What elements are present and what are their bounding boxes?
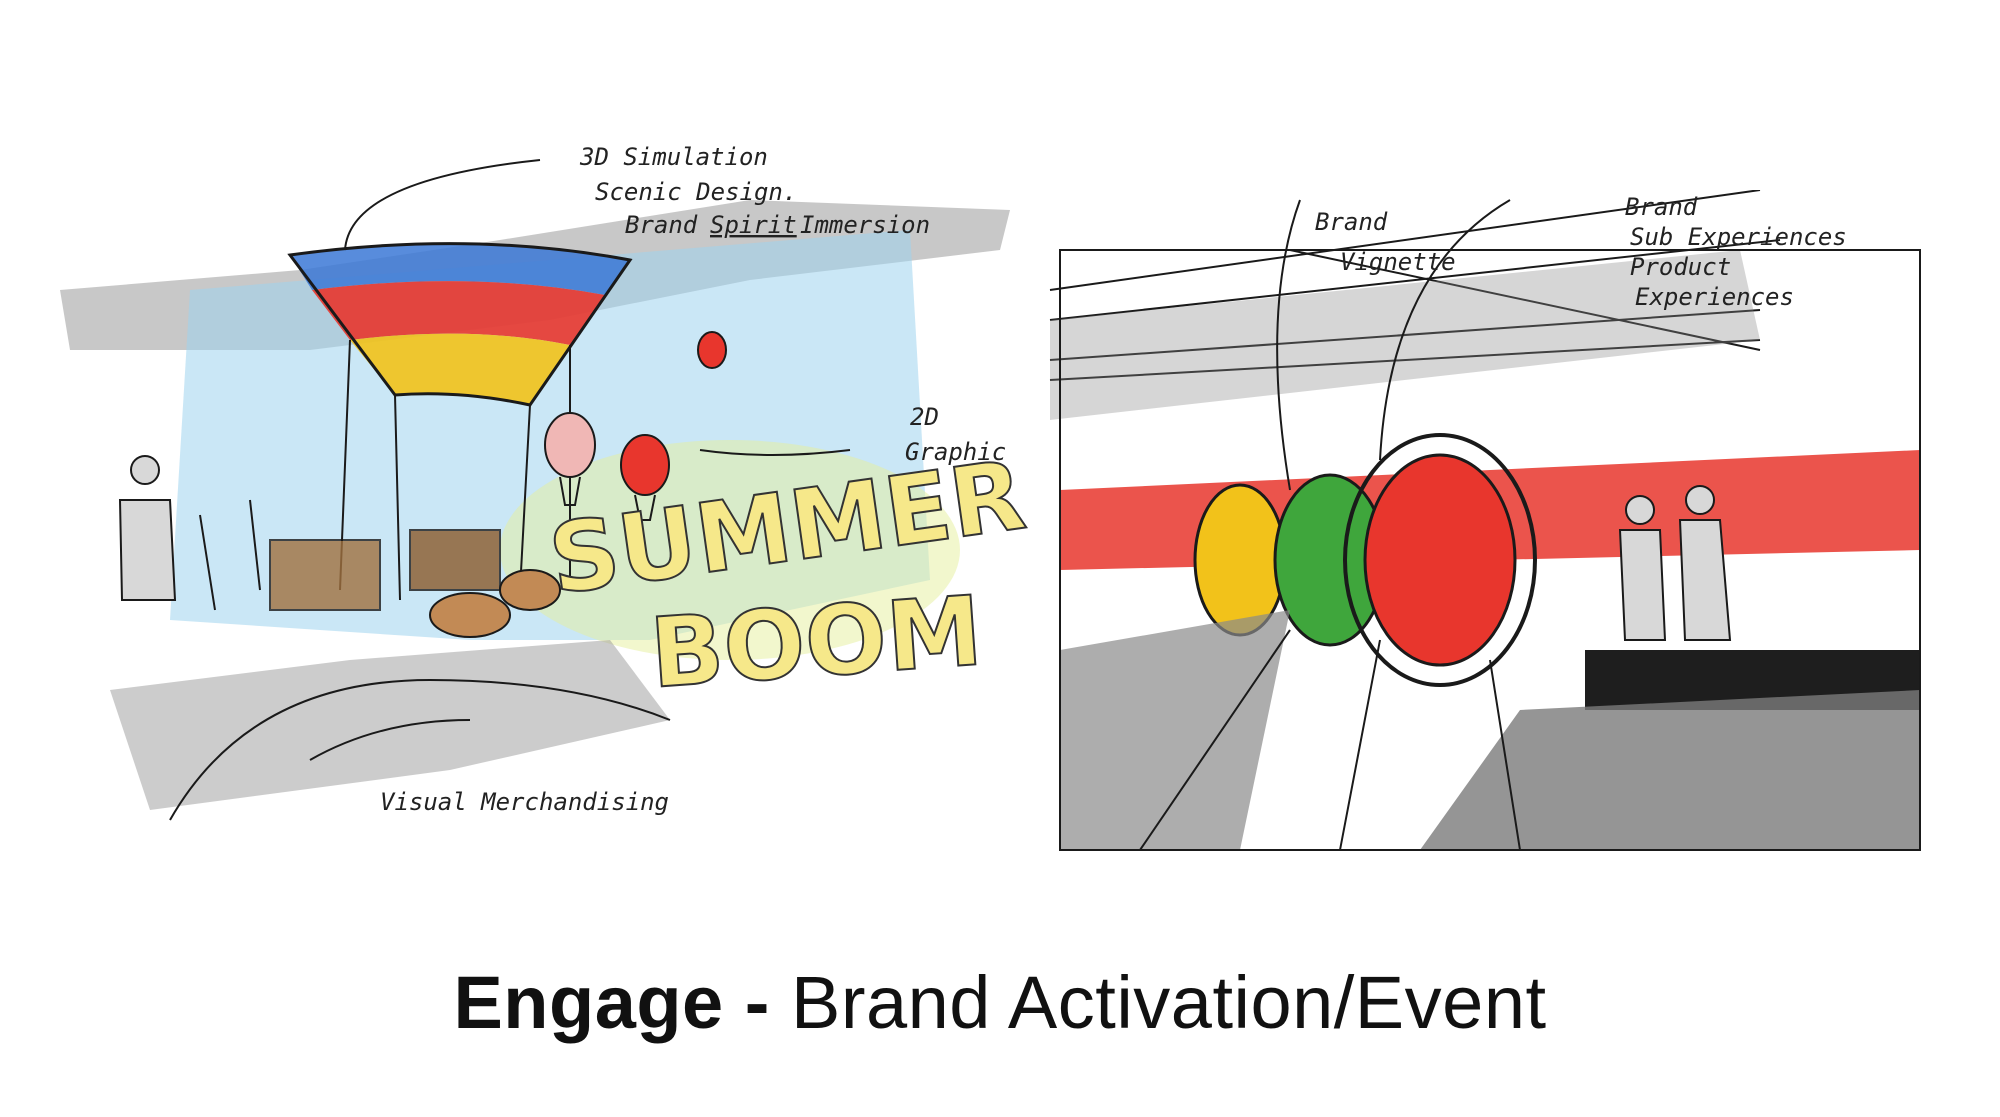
ceiling-lines	[1049, 190, 1781, 381]
annotation-scenic-design: Scenic Design.	[595, 178, 797, 206]
floor-curve	[169, 678, 671, 821]
figures	[118, 455, 261, 611]
sketch-frame	[1059, 249, 1921, 851]
annotation-brand-prefix: Brand	[625, 211, 698, 239]
annotation-brand-sub-4: Experiences	[1635, 283, 1794, 311]
caption-bold: Engage -	[453, 961, 770, 1044]
annotation-2d: 2D	[910, 403, 939, 431]
stage-floor	[1420, 690, 1920, 850]
annotation-brand-vignette-1: Brand	[1315, 208, 1388, 236]
annotation-brand-sub-3: Product	[1630, 253, 1731, 281]
annotation-spirit: Spirit	[710, 211, 797, 239]
floor-gray-wash	[1060, 610, 1290, 850]
annotation-brand-sub-2: Sub Experiences	[1630, 223, 1847, 251]
annotation-3d-simulation: 3D Simulation	[579, 143, 768, 171]
floor-gray-wash	[110, 640, 670, 810]
display-fixtures	[269, 529, 561, 638]
annotation-brand-sub-1: Brand	[1625, 193, 1698, 221]
annotation-brand-vignette-2: Vignette	[1340, 248, 1456, 276]
ceiling-gray-wash	[1050, 250, 1760, 420]
hot-air-balloons	[544, 331, 727, 521]
mural-tint	[500, 440, 960, 660]
figures	[1618, 485, 1732, 641]
annotation-immersion: Immersion	[800, 211, 930, 239]
sketch-summer-boom-brand-space: SUMMER BOOM 3D Simulation Scenic Design.…	[60, 143, 1030, 821]
page-caption: Engage - Brand Activation/Event	[0, 960, 2000, 1045]
annotation-visual-merchandising: Visual Merchandising	[380, 788, 669, 816]
mural-text-boom: BOOM	[647, 575, 986, 710]
sketch-brand-vignette-tunnel: Brand Vignette Brand Sub Experiences Pro…	[1049, 190, 1921, 851]
floor-path	[1139, 629, 1521, 851]
brand-vignette-rings	[1193, 433, 1537, 687]
caption-rest: Brand Activation/Event	[790, 961, 1547, 1044]
annotation-graphic: Graphic	[905, 438, 1006, 466]
funnel-canopy	[287, 242, 633, 601]
